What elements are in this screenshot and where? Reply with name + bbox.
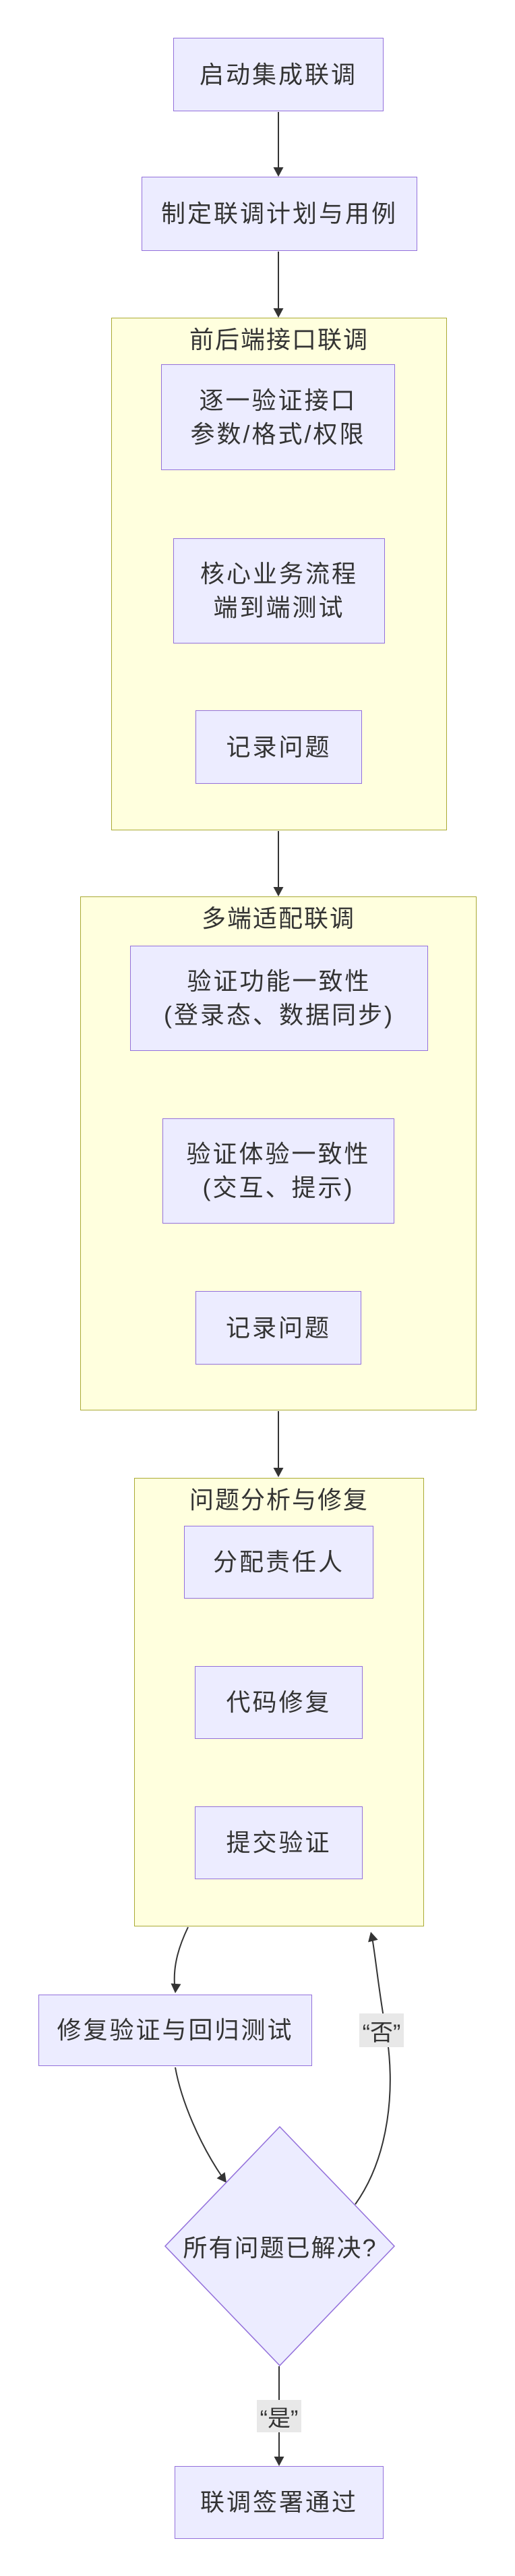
node-log-issues-api-label: 记录问题	[226, 733, 332, 761]
cluster-api-joint-title: 前后端接口联调	[189, 326, 369, 353]
edge-fixanalysis-regression	[173, 1926, 189, 1985]
node-api-verify: 逐一验证接口 参数/格式/权限	[161, 364, 395, 470]
node-regression-label: 修复验证与回归测试	[57, 2016, 294, 2044]
node-code-fix-label: 代码修复	[226, 1688, 332, 1716]
node-func-consistency: 验证功能一致性 (登录态、数据同步)	[130, 946, 428, 1051]
node-log-issues-multi-label: 记录问题	[225, 1313, 331, 1342]
node-start: 启动集成联调	[173, 38, 384, 111]
node-submit-verify-label: 提交验证	[226, 1829, 332, 1856]
edge-label-yes: “是”	[257, 2400, 301, 2432]
node-ux-consistency-line2: (交互、提示)	[202, 1174, 355, 1201]
node-regression: 修复验证与回归测试	[38, 1995, 312, 2066]
node-decision-label: 所有问题已解决?	[183, 2234, 377, 2262]
arrowhead-fixanalysis	[273, 1468, 284, 1477]
node-log-issues-multi: 记录问题	[195, 1291, 361, 1365]
arrowhead-multiend	[273, 887, 284, 896]
node-code-fix: 代码修复	[195, 1666, 363, 1739]
cluster-fix-analysis-title: 问题分析与修复	[189, 1486, 369, 1514]
node-plan: 制定联调计划与用例	[142, 177, 417, 251]
node-signoff-label: 联调签署通过	[200, 2488, 358, 2516]
arrowhead-signoff	[274, 2457, 284, 2466]
node-api-verify-line1: 逐一验证接口	[199, 386, 357, 414]
arrowhead-decision	[216, 2172, 226, 2183]
node-api-verify-line2: 参数/格式/权限	[190, 420, 366, 448]
node-e2e-test: 核心业务流程 端到端测试	[173, 538, 385, 643]
node-log-issues-api: 记录问题	[195, 710, 362, 784]
cluster-multi-end-title: 多端适配联调	[201, 905, 355, 932]
node-func-consistency-line2: (登录态、数据同步)	[164, 1001, 394, 1029]
node-e2e-test-line1: 核心业务流程	[200, 560, 358, 588]
node-signoff: 联调签署通过	[175, 2466, 384, 2539]
arrowhead-plan	[273, 167, 284, 177]
arrowhead-regression	[171, 1983, 181, 1993]
node-ux-consistency-line1: 验证体验一致性	[186, 1140, 371, 1168]
node-start-label: 启动集成联调	[199, 60, 357, 88]
edge-decision-no-return	[355, 1937, 391, 2205]
node-assign-owner: 分配责任人	[184, 1526, 373, 1599]
node-assign-owner-label: 分配责任人	[212, 1548, 344, 1576]
edge-label-no: “否”	[359, 2013, 404, 2047]
node-func-consistency-line1: 验证功能一致性	[187, 967, 371, 995]
node-e2e-test-line2: 端到端测试	[213, 594, 345, 621]
node-plan-label: 制定联调计划与用例	[160, 200, 398, 227]
arrowhead-apijoint	[273, 308, 284, 318]
arrowhead-no-return	[368, 1932, 378, 1943]
node-ux-consistency: 验证体验一致性 (交互、提示)	[162, 1118, 394, 1224]
edge-regression-decision	[175, 2067, 223, 2178]
node-submit-verify: 提交验证	[195, 1806, 363, 1879]
